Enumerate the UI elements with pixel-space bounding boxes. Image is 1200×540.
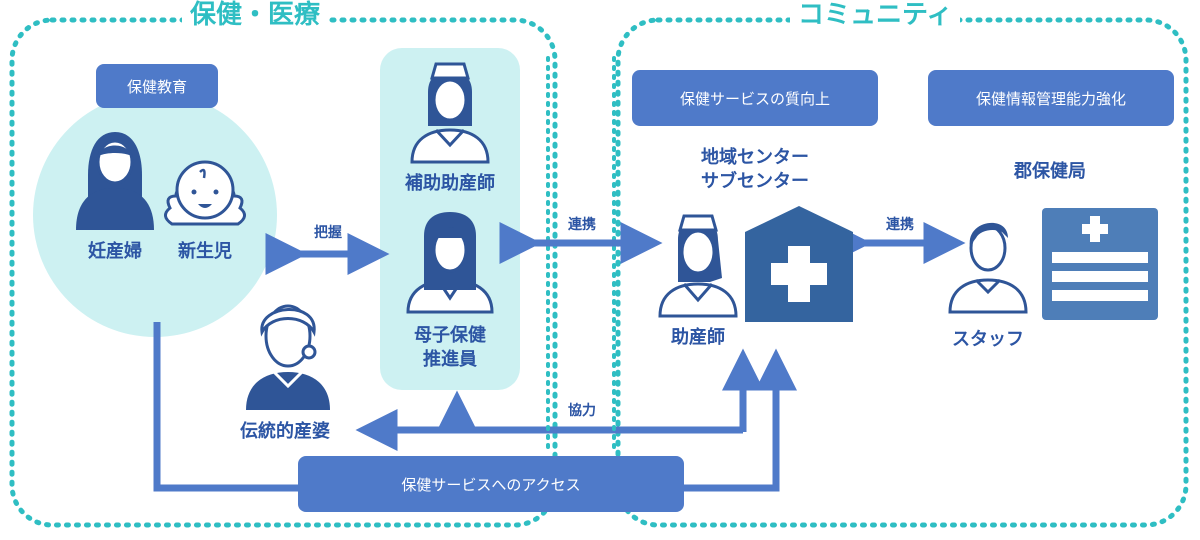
mch-promoter-icon xyxy=(406,212,494,314)
mch-promoter-label-2: 推進員 xyxy=(423,349,477,370)
center-label-1: 地域センター xyxy=(701,147,809,168)
assistant-midwife-icon xyxy=(410,62,490,164)
center-label-2: サブセンター xyxy=(701,171,809,192)
collaboration-label: 協力 xyxy=(568,403,596,419)
double-arrows xyxy=(265,222,966,275)
traditional-birth-attendant-icon xyxy=(246,304,330,410)
staff-icon xyxy=(948,222,1028,314)
district-office-building-icon xyxy=(1042,208,1158,320)
traditional-birth-attendant-label: 伝統的産婆 xyxy=(240,421,330,442)
mch-promoter-label-1: 母子保健 xyxy=(414,325,486,346)
access-box: 保健サービスへのアクセス xyxy=(298,456,684,512)
assistant-midwife-label: 補助助産師 xyxy=(405,173,495,194)
health-center-building-icon xyxy=(745,206,853,322)
newborn-icon xyxy=(164,160,246,226)
cooperation-label-right: 連携 xyxy=(886,217,914,233)
staff-label: スタッフ xyxy=(952,329,1024,350)
community-midwife-icon xyxy=(658,214,738,318)
left-region-title: 保健・医療 xyxy=(182,0,329,32)
cooperation-label-left: 連携 xyxy=(568,217,596,233)
district-office-label: 郡保健局 xyxy=(1014,161,1086,182)
pregnant-woman-icon xyxy=(76,132,154,230)
info-management-box: 保健情報管理能力強化 xyxy=(928,70,1174,126)
service-quality-box: 保健サービスの質向上 xyxy=(632,70,878,126)
newborn-label: 新生児 xyxy=(178,241,232,262)
grasp-label: 把握 xyxy=(314,225,342,241)
pregnant-label: 妊産婦 xyxy=(88,241,142,262)
right-region-title: コミュニティ xyxy=(790,0,961,32)
health-education-box: 保健教育 xyxy=(96,64,218,108)
midwife-label: 助産師 xyxy=(671,327,725,348)
